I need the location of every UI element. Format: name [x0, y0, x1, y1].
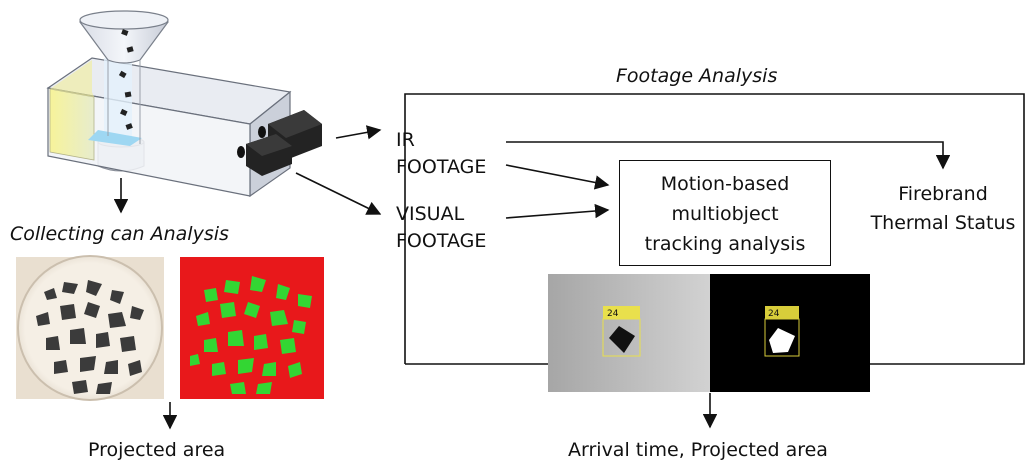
- can-projected-area-label: Projected area: [88, 439, 226, 461]
- tracking-line2: multiobject: [671, 203, 779, 225]
- ir-footage-label: IR FOOTAGE: [396, 127, 486, 181]
- visual-footage-line1: VISUAL: [396, 203, 465, 225]
- segmentation-mask-image: [180, 257, 324, 399]
- collecting-can-analysis-title: Collecting can Analysis: [10, 223, 229, 245]
- collecting-tray-photo: [16, 255, 164, 401]
- arrow-ir-to-tracking: [505, 164, 610, 190]
- visual-detection-label-bg: [603, 306, 640, 319]
- ir-detection-box: [764, 318, 800, 357]
- tracking-frames: 24 24: [548, 274, 870, 392]
- thermal-status-label: Firebrand Thermal Status: [857, 180, 1029, 238]
- arrow-ir-to-thermal: [506, 141, 951, 170]
- arrow-to-ir: [335, 125, 382, 140]
- visual-detection-box: [602, 318, 641, 357]
- tracking-output-label: Arrival time, Projected area: [568, 439, 828, 461]
- ir-footage-line2: FOOTAGE: [396, 156, 487, 178]
- tracking-analysis-box: Motion-based multiobject tracking analys…: [619, 160, 831, 266]
- ir-footage-line1: IR: [396, 129, 415, 151]
- visual-footage-label: VISUAL FOOTAGE: [396, 201, 486, 255]
- connector-lines: [113, 93, 1025, 430]
- thermal-line2: Thermal Status: [870, 212, 1016, 234]
- ir-track-id: 24: [768, 309, 780, 319]
- tracking-line1: Motion-based: [660, 173, 790, 195]
- arrow-visual-to-tracking: [505, 203, 610, 219]
- footage-analysis-loop: [404, 93, 1025, 365]
- visual-footage-line2: FOOTAGE: [396, 230, 487, 252]
- tracking-line3: tracking analysis: [644, 233, 806, 255]
- visual-track-id: 24: [607, 309, 619, 319]
- apparatus-illustration: [46, 10, 322, 198]
- footage-analysis-title: Footage Analysis: [616, 65, 778, 87]
- arrow-to-visual: [295, 172, 382, 215]
- ir-detection-label-bg: [765, 306, 799, 319]
- thermal-line1: Firebrand: [898, 183, 988, 205]
